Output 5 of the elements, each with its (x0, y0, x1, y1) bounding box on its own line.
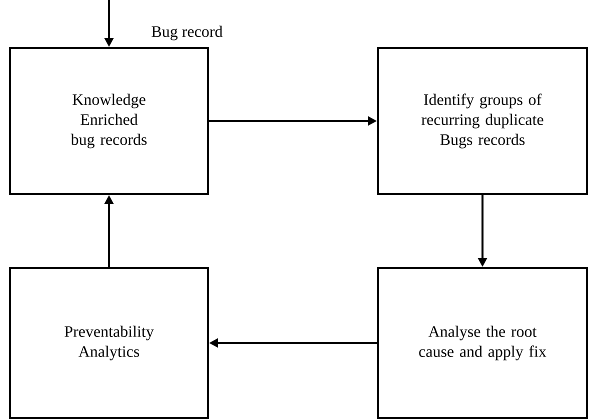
edge-label: Bug record (152, 26, 223, 40)
process-box: Knowledge Enriched bug records (9, 47, 209, 195)
process-box: Preventability Analytics (9, 267, 209, 419)
process-box: Analyse the root cause and apply fix (377, 267, 588, 419)
process-box: Identify groups of recurring duplicate Bugs records (377, 47, 588, 195)
